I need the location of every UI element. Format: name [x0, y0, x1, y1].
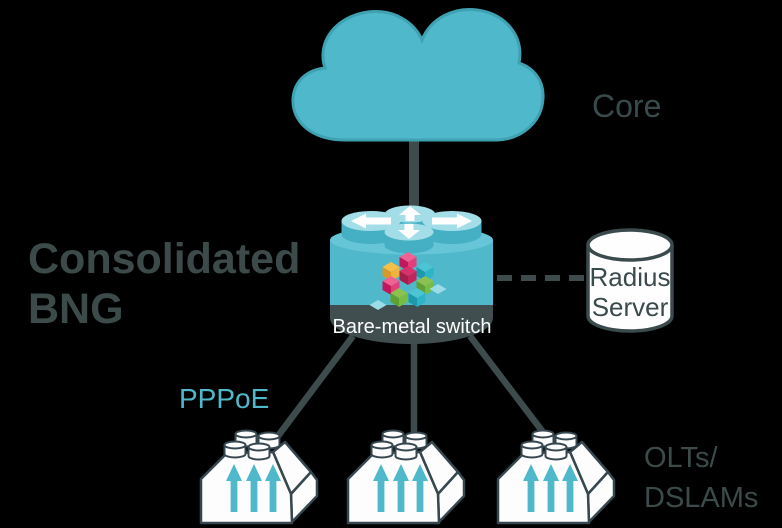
dslam-building-icon-3	[496, 429, 616, 525]
radius-line2: Server	[591, 292, 669, 322]
olts-dslams-label: OLTs/DSLAMs	[644, 438, 758, 518]
up-arrow-icon	[399, 206, 421, 221]
core-label: Core	[592, 88, 662, 124]
right-arrow-icon	[432, 213, 472, 229]
links	[269, 130, 590, 446]
left-arrow-icon	[351, 213, 391, 229]
access-link-right	[467, 334, 555, 446]
access-link-left	[269, 334, 356, 446]
access-line1: OLTs/	[644, 442, 718, 474]
pppoe-label: PPPoE	[179, 383, 270, 414]
radius-db-icon	[586, 228, 674, 333]
down-arrow-icon	[398, 224, 420, 239]
dslam-building-icon-1	[199, 429, 319, 525]
cloud-icon	[291, 8, 545, 142]
switch-base-band	[330, 305, 493, 344]
radius-line1: Radius	[589, 262, 671, 292]
cubes-logo-icon	[369, 252, 447, 310]
dslam-building-icon-2	[346, 429, 466, 525]
bng-switch-icon	[330, 205, 493, 344]
port-right	[422, 211, 482, 244]
access-line2: DSLAMs	[644, 482, 759, 514]
bare-metal-switch-label: Bare-metal switch	[332, 316, 492, 338]
title-line2: BNG	[28, 285, 124, 333]
port-down	[384, 223, 434, 254]
title-line1: Consolidated	[28, 235, 301, 283]
